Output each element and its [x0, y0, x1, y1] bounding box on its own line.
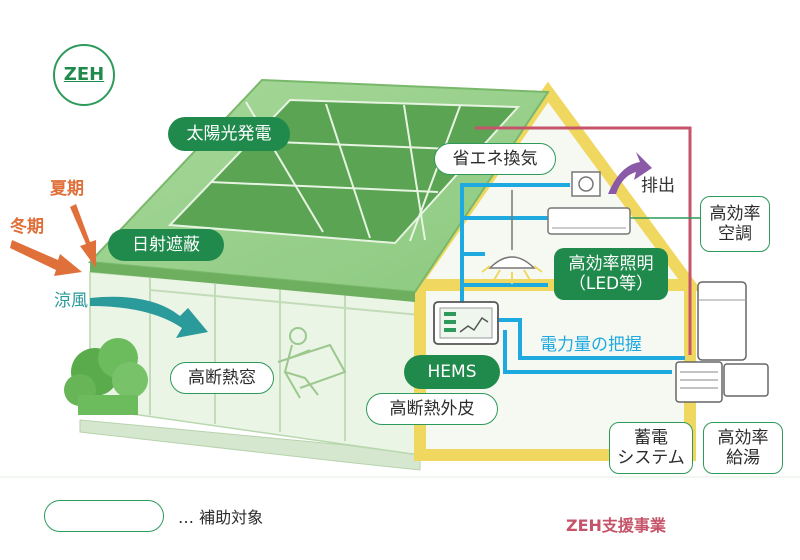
water-heater-unit	[697, 281, 769, 397]
solar-power-label: 太陽光発電	[168, 117, 290, 151]
envelope-label: 高断熱外皮	[366, 393, 498, 425]
hems-monitor	[433, 301, 499, 345]
window-label: 高断熱窓	[170, 362, 274, 394]
water-heater-label: 高効率 給湯	[703, 422, 783, 474]
exhaust-label: 排出	[641, 176, 675, 196]
zeh-badge: ZEH	[53, 44, 115, 106]
heat-line	[475, 126, 692, 355]
window-frames	[149, 278, 421, 441]
summer-label: 夏期	[50, 179, 84, 199]
pendant-lamp	[481, 190, 543, 284]
breeze-label: 涼風	[54, 291, 88, 311]
footer-title: ZEH支援事業	[566, 516, 666, 535]
aircon-label: 高効率 空調	[700, 196, 770, 252]
legend: … 補助対象	[44, 500, 263, 532]
monitoring-label: 電力量の把握	[540, 335, 642, 355]
roof-edge	[90, 262, 415, 302]
storage-system-label: 蓄電 システム	[609, 422, 693, 474]
summer-sun-arrow	[70, 204, 96, 268]
electric-lines	[460, 183, 685, 374]
person-figure	[277, 327, 347, 399]
bush	[64, 338, 148, 415]
winter-label: 冬期	[10, 217, 44, 237]
legend-swatch	[44, 500, 164, 532]
air-conditioner	[547, 207, 631, 235]
lighting-label: 高効率照明 （LED等）	[554, 248, 668, 300]
storage-battery-unit	[675, 361, 723, 403]
hems-label: HEMS	[404, 355, 500, 389]
legend-text: … 補助対象	[178, 508, 264, 527]
shading-label: 日射遮蔽	[108, 229, 224, 261]
winter-sun-arrow	[10, 240, 82, 276]
ventilation-label: 省エネ換気	[434, 143, 556, 175]
zeh-badge-text: ZEH	[63, 64, 105, 86]
breeze-arrow	[90, 296, 208, 338]
exhaust-arrow	[608, 152, 652, 194]
ventilation-fan	[571, 171, 601, 197]
